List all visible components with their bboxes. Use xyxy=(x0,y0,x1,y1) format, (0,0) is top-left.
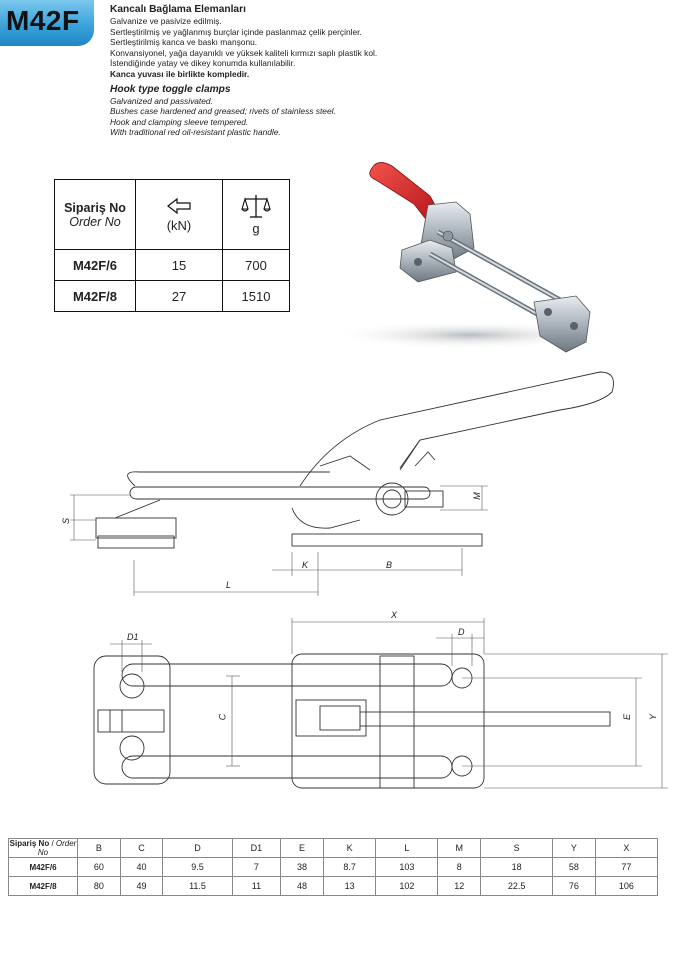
table-cell: 60 xyxy=(77,857,121,877)
description-en-line: Galvanized and passivated. xyxy=(110,95,213,106)
dim-label-L: L xyxy=(226,580,232,590)
dimension-table-header: Sipariş No / Order No B C D D1 E K L M S… xyxy=(8,838,659,858)
description-en-title: Hook type toggle clamps xyxy=(110,83,231,95)
order-header-tr: Sipariş No xyxy=(9,839,50,848)
dimension-table: Sipariş No / Order No B C D D1 E K L M S… xyxy=(8,838,659,896)
dim-label-Y: Y xyxy=(648,713,659,721)
column-header: S xyxy=(480,838,554,858)
description-tr-line: Sertleştirilmiş kanca ve baskı manşonu. xyxy=(110,37,258,48)
dim-label-M: M xyxy=(471,492,482,500)
table-cell: 80 xyxy=(77,876,121,896)
table-cell: 12 xyxy=(437,876,482,896)
model-badge: M42F xyxy=(0,0,94,46)
row-model: M42F/6 xyxy=(54,249,136,281)
table-cell: 40 xyxy=(119,857,164,877)
row-model: M42F/8 xyxy=(54,280,136,312)
table-cell: 76 xyxy=(552,876,596,896)
dim-label-D1: D1 xyxy=(127,632,139,642)
order-header-cell: Sipariş No / Order No xyxy=(8,838,78,858)
column-header: E xyxy=(280,838,324,858)
table-cell: 58 xyxy=(552,857,596,877)
description-en-line: Bushes case hardened and greased; rivets… xyxy=(110,106,336,117)
column-header: K xyxy=(322,838,377,858)
table-cell: 22.5 xyxy=(480,876,554,896)
column-header: D xyxy=(162,838,233,858)
table-row: M42F/8 80 49 11.5 11 48 13 102 12 22.5 7… xyxy=(8,876,659,896)
table-cell: 9.5 xyxy=(162,857,233,877)
scale-icon xyxy=(241,195,271,218)
column-header: Y xyxy=(552,838,596,858)
description-en-line: With traditional red oil-resistant plast… xyxy=(110,127,281,138)
table-cell: 7 xyxy=(231,857,282,877)
description-tr-title: Kancalı Bağlama Elemanları xyxy=(110,4,246,15)
weight-header-cell: g xyxy=(222,179,290,250)
table-row: M42F/8 27 1510 xyxy=(54,280,290,312)
table-cell: 106 xyxy=(594,876,659,896)
dim-label-E: E xyxy=(622,713,633,721)
order-header-en: Order No xyxy=(37,839,77,857)
order-table: Sipariş No Order No (kN) g M42F/6 15 700… xyxy=(54,179,290,312)
description-tr-line: Konvansiyonel, yağa dayanıklı ve yüksek … xyxy=(110,47,378,58)
description-tr-line: Galvanize ve pasivize edilmiş. xyxy=(110,16,222,26)
table-cell: 18 xyxy=(480,857,554,877)
column-header: L xyxy=(375,838,439,858)
table-row: M42F/6 15 700 xyxy=(54,249,290,281)
table-cell: 49 xyxy=(119,876,164,896)
column-header: B xyxy=(77,838,121,858)
dim-label-S: S xyxy=(61,517,72,525)
row-model: M42F/8 xyxy=(8,876,78,896)
table-cell: 102 xyxy=(375,876,439,896)
description-tr-line: Kanca yuvası ile birlikte kompledir. xyxy=(110,68,250,79)
row-model: M42F/6 xyxy=(8,857,78,877)
table-cell: 8 xyxy=(437,857,482,877)
weight-unit: g xyxy=(252,221,260,236)
model-title: M42F xyxy=(6,5,80,36)
row-weight: 1510 xyxy=(222,280,290,312)
table-cell: 77 xyxy=(594,857,659,877)
description-block: Kancalı Bağlama Elemanları Galvanize ve … xyxy=(110,4,377,138)
description-en-line: Hook and clamping sleeve tempered. xyxy=(110,116,249,127)
row-force: 27 xyxy=(135,280,223,312)
table-cell: 11 xyxy=(231,876,282,896)
dim-label-K: K xyxy=(302,560,309,570)
order-header-cell: Sipariş No Order No xyxy=(54,179,136,250)
column-header: D1 xyxy=(231,838,282,858)
dim-label-C: C xyxy=(217,713,228,721)
column-header: C xyxy=(119,838,164,858)
table-cell: 103 xyxy=(375,857,439,877)
table-cell: 11.5 xyxy=(162,876,233,896)
dim-label-X: X xyxy=(391,610,398,620)
force-arrow-icon xyxy=(167,197,191,214)
force-unit: (kN) xyxy=(166,217,192,233)
column-header: M xyxy=(437,838,482,858)
table-cell: 48 xyxy=(280,876,324,896)
force-header-cell: (kN) xyxy=(135,179,223,250)
dim-label-B: B xyxy=(386,560,393,570)
table-cell: 38 xyxy=(280,857,324,877)
column-header: X xyxy=(594,838,659,858)
description-tr-line: Sertleştirilmiş ve yağlanmış burçlar içi… xyxy=(110,26,362,37)
table-cell: 8.7 xyxy=(322,857,377,877)
description-tr-line: İstendiğinde yatay ve dikey konumda kull… xyxy=(110,58,296,69)
row-force: 15 xyxy=(135,249,223,281)
order-header-tr: Sipariş No xyxy=(64,200,126,215)
dim-label-D: D xyxy=(458,627,465,637)
table-cell: 13 xyxy=(322,876,377,896)
table-row: M42F/6 60 40 9.5 7 38 8.7 103 8 18 58 77 xyxy=(8,857,659,877)
order-header-en: Order No xyxy=(69,214,121,229)
row-weight: 700 xyxy=(222,249,290,281)
